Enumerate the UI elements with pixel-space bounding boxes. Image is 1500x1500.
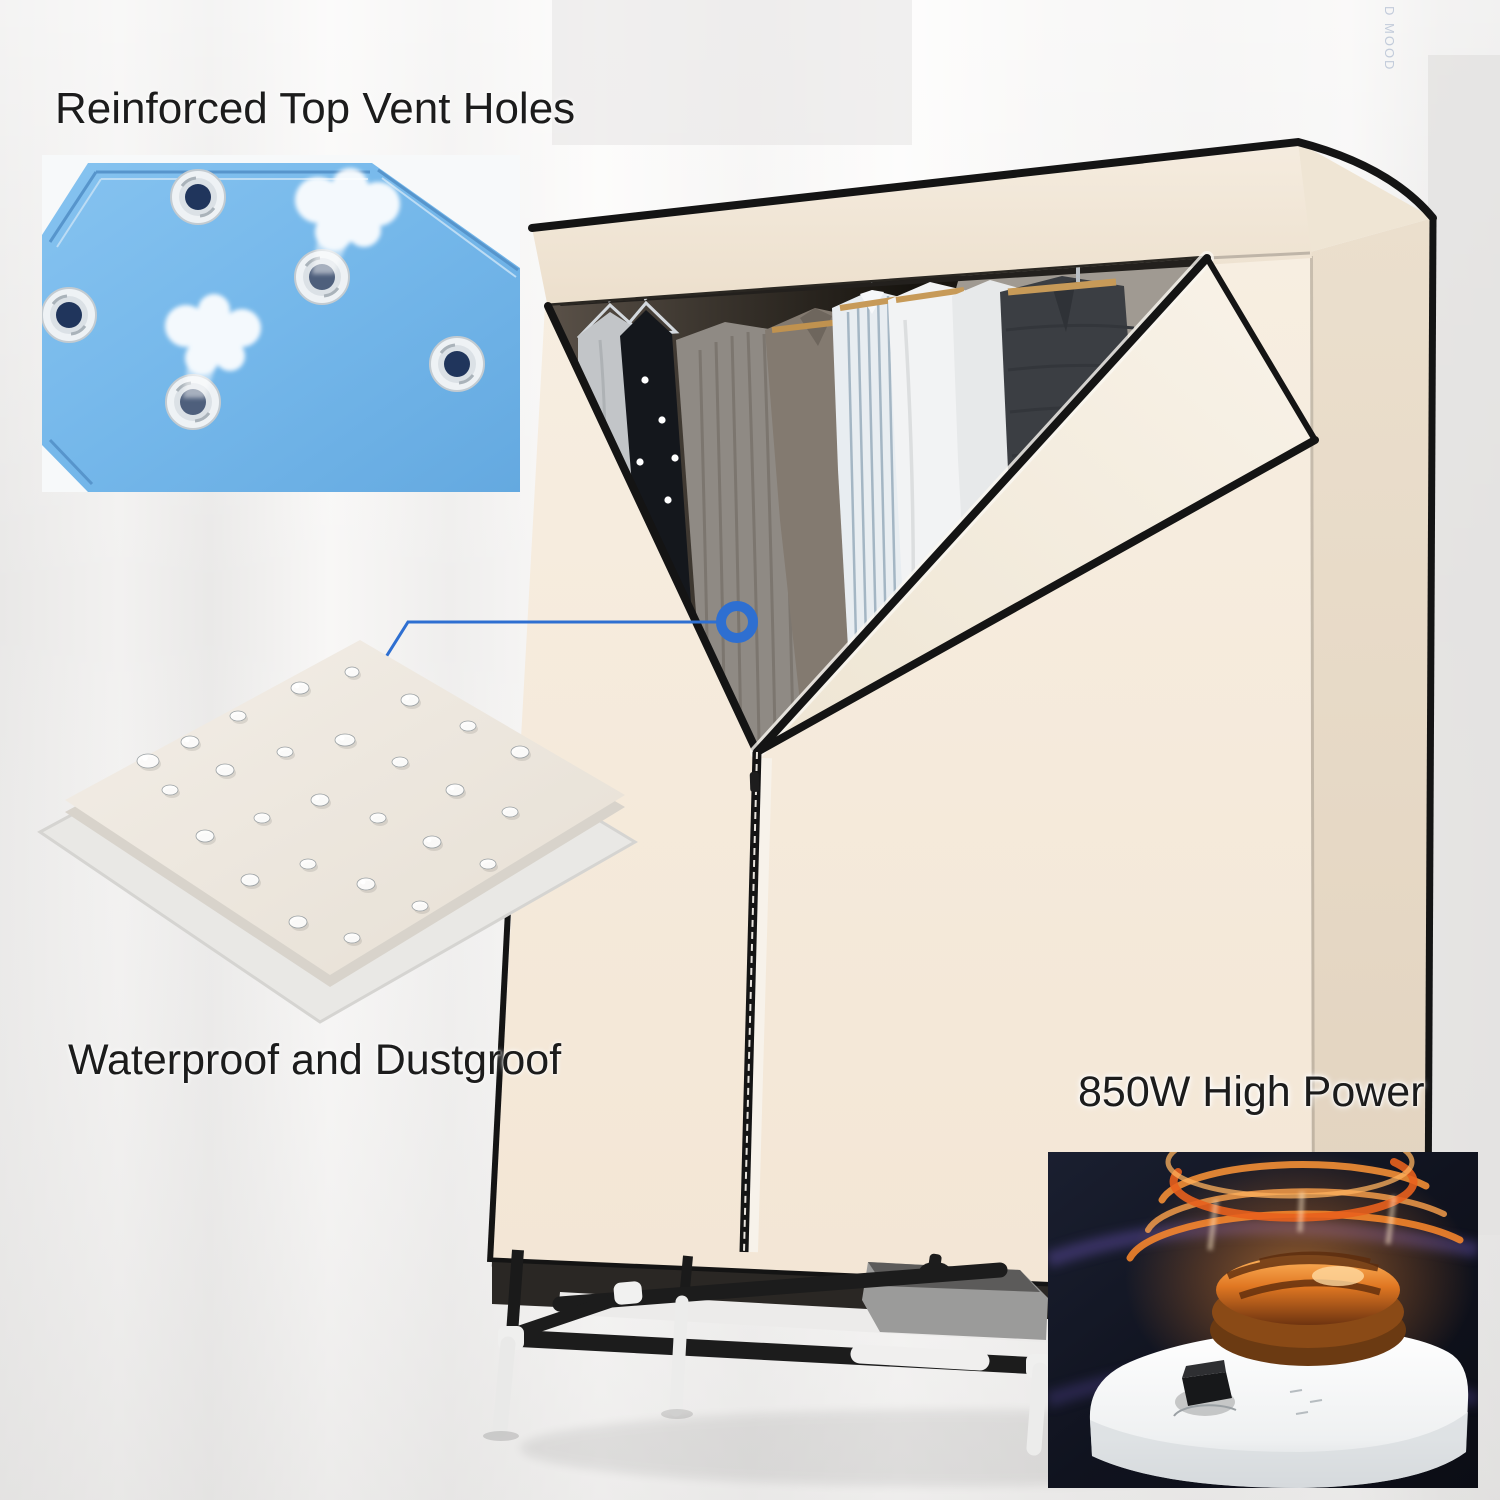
joint-connector-mid [613,1281,643,1305]
annotation-waterproof: Waterproof and Dustgroof [68,1036,562,1084]
frame-upright-left [506,1249,524,1335]
vent-panel-seams [48,168,519,486]
heater-base-front [1090,1412,1468,1488]
heating-element [1210,1251,1406,1366]
water-droplets [136,666,531,946]
vent-inset [42,155,520,492]
annotation-high-power: 850W High Power [1078,1068,1425,1116]
dial-markings [1289,1389,1323,1415]
flap-trim-lower [753,436,1319,756]
left-flap-trim [544,302,761,756]
flap-trim-upper [753,254,1211,756]
front-tube-sleeve [850,1344,990,1371]
flap-trim-fold [1204,255,1318,443]
steam-puff-1 [295,168,400,274]
heat-rings [1126,1152,1464,1262]
top-trim [528,137,1437,232]
side-tube [507,1289,633,1341]
leg-front-left [492,1336,516,1438]
right-flap [750,251,1319,759]
callout-ring [716,601,758,643]
waterproof-inset [37,640,638,1024]
annotation-top-vent: Reinforced Top Vent Holes [55,84,576,133]
leg-mid [669,1295,689,1417]
grommet [170,169,226,225]
leg-front-right [1026,1362,1048,1456]
base-frame [483,1249,1052,1456]
right-flap-face [757,258,1315,752]
wardrobe-dryer [483,137,1437,1456]
heat-highlights [1207,1191,1397,1251]
steam-puff-2 [165,294,261,398]
zipper-teeth [739,751,762,1253]
wooden-hanger-3 [895,287,965,303]
right-edge-trim [1424,217,1437,1233]
wooden-hanger-4 [1007,278,1117,296]
grommet [42,287,97,343]
leg-shadow-2 [661,1409,693,1419]
zipper-pull [749,771,760,793]
grommet [429,336,485,392]
watermark-text: D MOOD [1382,6,1397,72]
window-frame-shadow [552,0,912,145]
power-inset [1048,1152,1478,1488]
zipper-tape [742,757,772,1253]
wall-strip [1428,55,1500,1235]
vent-panel [42,163,520,492]
zipper [739,751,772,1253]
coat-lapel [1052,280,1076,332]
wardrobe-top-side [1298,142,1433,252]
wardrobe-side-panel [1310,218,1433,1298]
heater-knob-grip [928,1253,942,1271]
waterproof-sheet [65,640,625,975]
power-knob [1173,1360,1237,1417]
band-crease [1206,251,1311,260]
leg-shadow-1 [483,1431,519,1441]
